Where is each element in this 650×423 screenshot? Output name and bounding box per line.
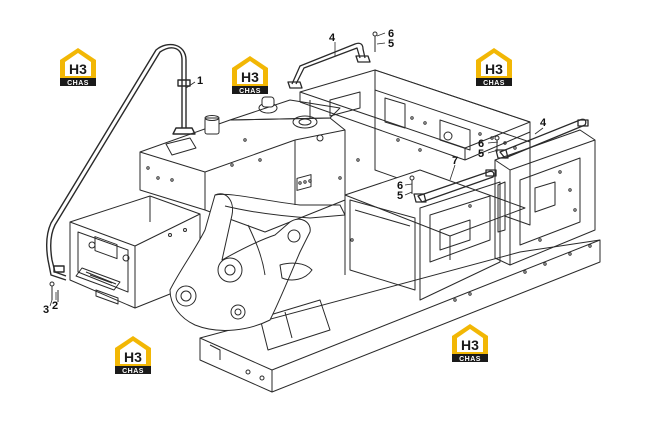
- logo-mark: H3: [124, 349, 142, 365]
- handrail-mid: [413, 169, 497, 203]
- logo-mark: H3: [241, 69, 259, 85]
- logo-brand-bar: [452, 354, 488, 362]
- callout-6-mid: 6: [397, 180, 403, 192]
- callout-6-side: 6: [478, 138, 484, 150]
- logo-inner-panel: [237, 61, 263, 84]
- logo-mark: H3: [485, 61, 503, 77]
- handrail-left: [46, 43, 196, 281]
- callout-1: 1: [197, 75, 203, 87]
- logo-brand: CHAS: [239, 88, 261, 95]
- base-beam: [199, 239, 601, 393]
- logo-inner-panel: [481, 53, 507, 76]
- leader-lines: [49, 32, 544, 307]
- logo-brand: CHAS: [459, 356, 481, 363]
- callout-7: 7: [452, 155, 458, 167]
- logo-brand: CHAS: [483, 80, 505, 87]
- service-box: [69, 195, 201, 309]
- cab-frame: [299, 69, 596, 301]
- logo-mark: H3: [69, 61, 87, 77]
- logo-brand: CHAS: [122, 368, 144, 375]
- boom-linkage: [169, 193, 346, 331]
- callout-2: 2: [52, 300, 58, 312]
- callout-6-roof: 6: [388, 28, 394, 40]
- logo-brand-bar: [476, 78, 512, 86]
- logo-brand-bar: [115, 366, 151, 374]
- handrail-right: [495, 118, 589, 159]
- logo-brand-bar: [60, 78, 96, 86]
- callout-5-roof: 5: [388, 38, 394, 50]
- callout-3: 3: [43, 304, 49, 316]
- logo-inner-panel: [65, 53, 91, 76]
- logo-brand-bar: [232, 86, 268, 94]
- frame-drawing: [46, 31, 601, 393]
- callout-4-side: 4: [540, 117, 547, 129]
- logo-brand: CHAS: [67, 80, 89, 87]
- callouts: 1 2 3 4 4 5 5 5 6 6 6 7: [43, 28, 547, 316]
- logo-mark: H3: [461, 337, 479, 353]
- logo-inner-panel: [457, 329, 483, 352]
- callout-4-roof: 4: [329, 32, 336, 44]
- center-housing: [139, 96, 346, 233]
- handrail-roof: [287, 42, 371, 89]
- callout-5-side: 5: [478, 148, 484, 160]
- callout-5-mid: 5: [397, 190, 403, 202]
- logo-inner-panel: [120, 341, 146, 364]
